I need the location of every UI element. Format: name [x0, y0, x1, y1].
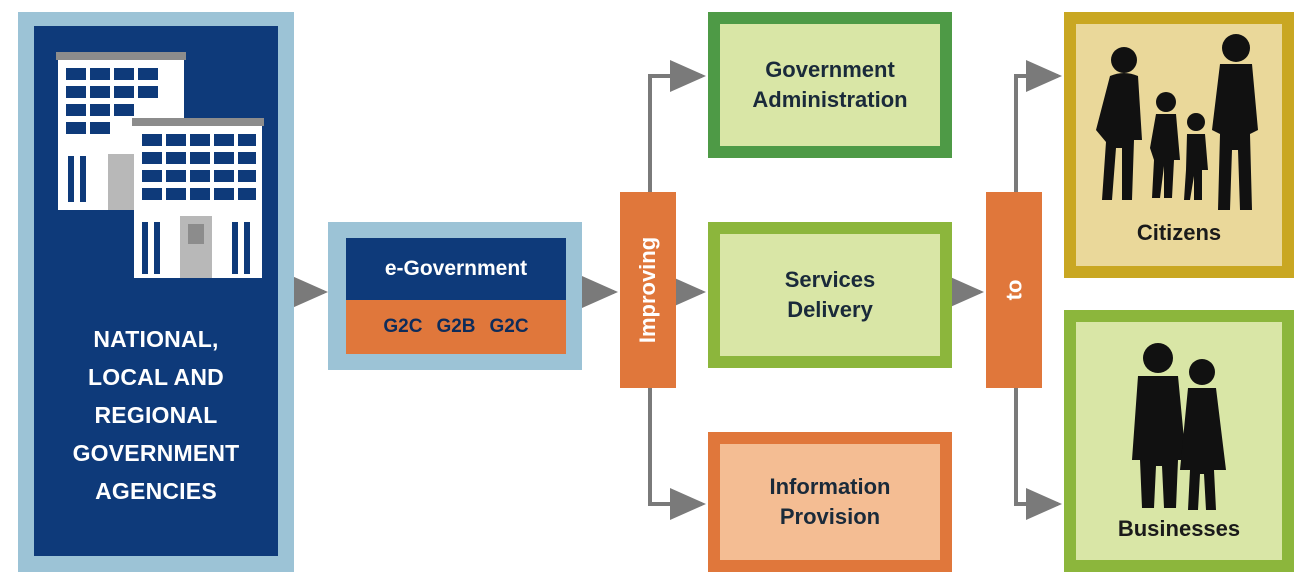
agencies-label: NATIONAL, LOCAL AND REGIONAL GOVERNMENT …: [34, 320, 278, 510]
agencies-label-line: AGENCIES: [95, 478, 217, 504]
outcome-label-line: Information: [769, 474, 891, 499]
government-buildings-icon: [56, 52, 264, 278]
egov-code: G2C: [489, 316, 529, 337]
family-silhouette-icon: [1096, 34, 1258, 210]
arrow-improving-to-info: [648, 388, 706, 520]
arrow-improving-to-gov-admin: [648, 60, 706, 192]
agencies-label-line: GOVERNMENT: [72, 440, 240, 466]
citizens-box: Citizens: [1064, 12, 1294, 278]
egov-title: e-Government: [346, 238, 566, 300]
to-bar: to: [986, 192, 1042, 388]
improving-label: Improving: [635, 236, 660, 344]
egov-code: G2C: [383, 316, 423, 337]
businesses-box: Businesses: [1064, 310, 1294, 572]
agencies-label-line: NATIONAL,: [93, 326, 219, 352]
to-label: to: [1000, 279, 1026, 301]
outcome-label-line: Services: [784, 267, 876, 292]
outcome-label-line: Provision: [779, 504, 881, 529]
information-provision-box: Information Provision: [708, 432, 952, 572]
citizens-label: Citizens: [1136, 220, 1222, 245]
businesses-label: Businesses: [1117, 516, 1241, 541]
arrow-to-to-businesses: [1014, 388, 1062, 520]
business-people-silhouette-icon: [1132, 343, 1226, 510]
outcome-label-line: Administration: [752, 87, 908, 112]
improving-bar: Improving: [620, 192, 676, 388]
egov-codes: G2C G2B G2C: [346, 300, 566, 354]
outcome-label-line: Delivery: [787, 297, 873, 322]
government-administration-box: Government Administration: [708, 12, 952, 158]
outcome-label-line: Government: [765, 57, 895, 82]
services-delivery-box: Services Delivery: [708, 222, 952, 368]
arrow-to-to-citizens: [1014, 60, 1062, 192]
agencies-label-line: LOCAL AND: [88, 364, 224, 390]
agencies-label-line: REGIONAL: [94, 402, 218, 428]
egov-code: G2B: [436, 316, 476, 337]
